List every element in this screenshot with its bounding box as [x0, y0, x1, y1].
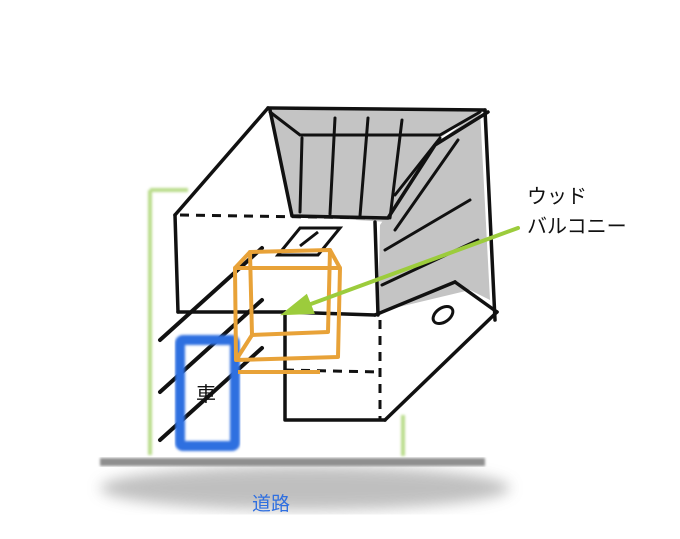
wood-balcony-label-line1: ウッド	[527, 184, 587, 208]
height-guide-lines	[148, 188, 405, 456]
road-label: 道路	[252, 493, 291, 515]
road-line	[100, 458, 485, 466]
skylight	[274, 226, 344, 257]
hidden-lines	[179, 213, 382, 420]
roof-shading	[270, 110, 490, 312]
round-window	[431, 304, 455, 326]
wood-balcony-frame	[233, 248, 342, 374]
road-shadow	[100, 466, 510, 510]
road	[100, 458, 510, 510]
car-label: 車	[196, 382, 216, 406]
wood-balcony-label-line2: バルコニー	[527, 214, 627, 238]
car	[175, 335, 240, 451]
balcony-pointer-arrow	[280, 226, 520, 316]
